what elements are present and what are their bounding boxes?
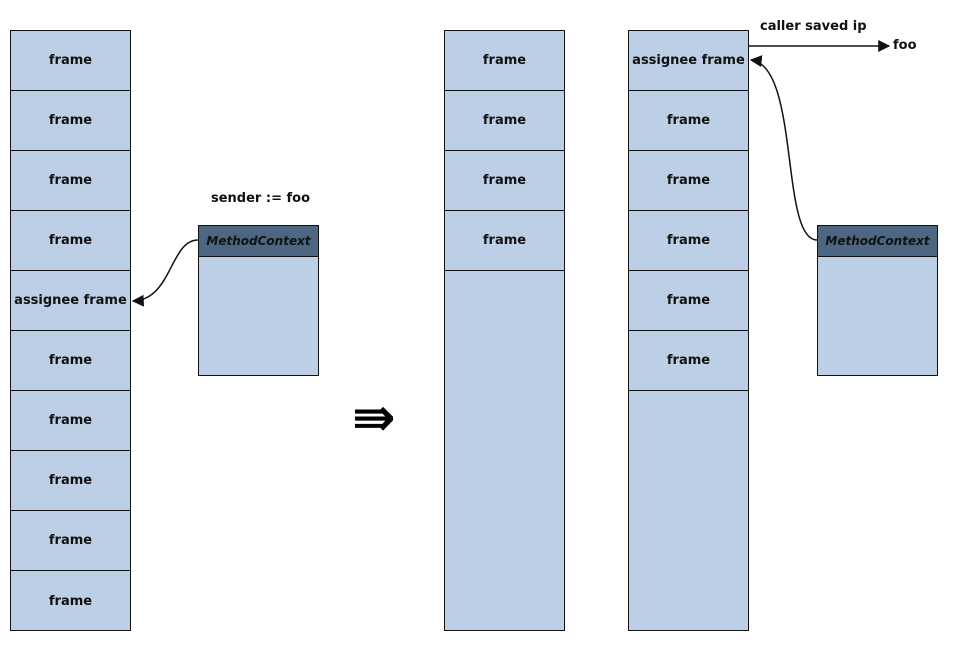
left-method-context: MethodContext	[198, 225, 319, 376]
left-method-context-title: MethodContext	[199, 226, 318, 257]
transition-arrow-icon: ⇛	[352, 388, 396, 448]
middle-frame-3: frame	[445, 151, 564, 211]
left-frame-9: frame	[11, 511, 130, 571]
right-frame-3: frame	[629, 151, 748, 211]
left-frame-8: frame	[11, 451, 130, 511]
middle-frame-2: frame	[445, 91, 564, 151]
middle-stack: frame frame frame frame	[444, 30, 565, 631]
right-assignee-frame: assignee frame	[629, 31, 748, 91]
left-frame-3: frame	[11, 151, 130, 211]
middle-frame-1: frame	[445, 31, 564, 91]
left-sender-arrow	[131, 239, 199, 307]
right-sender-arrow	[749, 55, 818, 241]
right-frame-6: frame	[629, 331, 748, 391]
caller-saved-ip-label: caller saved ip	[760, 19, 867, 34]
right-frame-2: frame	[629, 91, 748, 151]
right-method-context: MethodContext	[817, 225, 938, 376]
left-frame-1: frame	[11, 31, 130, 91]
left-frame-10: frame	[48, 593, 93, 609]
left-frame-4: frame	[11, 211, 130, 271]
right-method-context-title: MethodContext	[818, 226, 937, 257]
right-frame-5: frame	[629, 271, 748, 331]
left-stack: frame frame frame frame assignee frame f…	[10, 30, 131, 631]
left-frame-2: frame	[11, 91, 130, 151]
left-assignee-frame: assignee frame	[11, 271, 130, 331]
sender-annotation: sender := foo	[211, 191, 311, 206]
middle-frame-4: frame	[445, 211, 564, 271]
right-frame-4: frame	[629, 211, 748, 271]
left-frame-6: frame	[11, 331, 130, 391]
left-frame-7: frame	[11, 391, 130, 451]
right-stack: assignee frame frame frame frame frame f…	[628, 30, 749, 631]
caller-ip-target-label: foo	[893, 38, 917, 53]
